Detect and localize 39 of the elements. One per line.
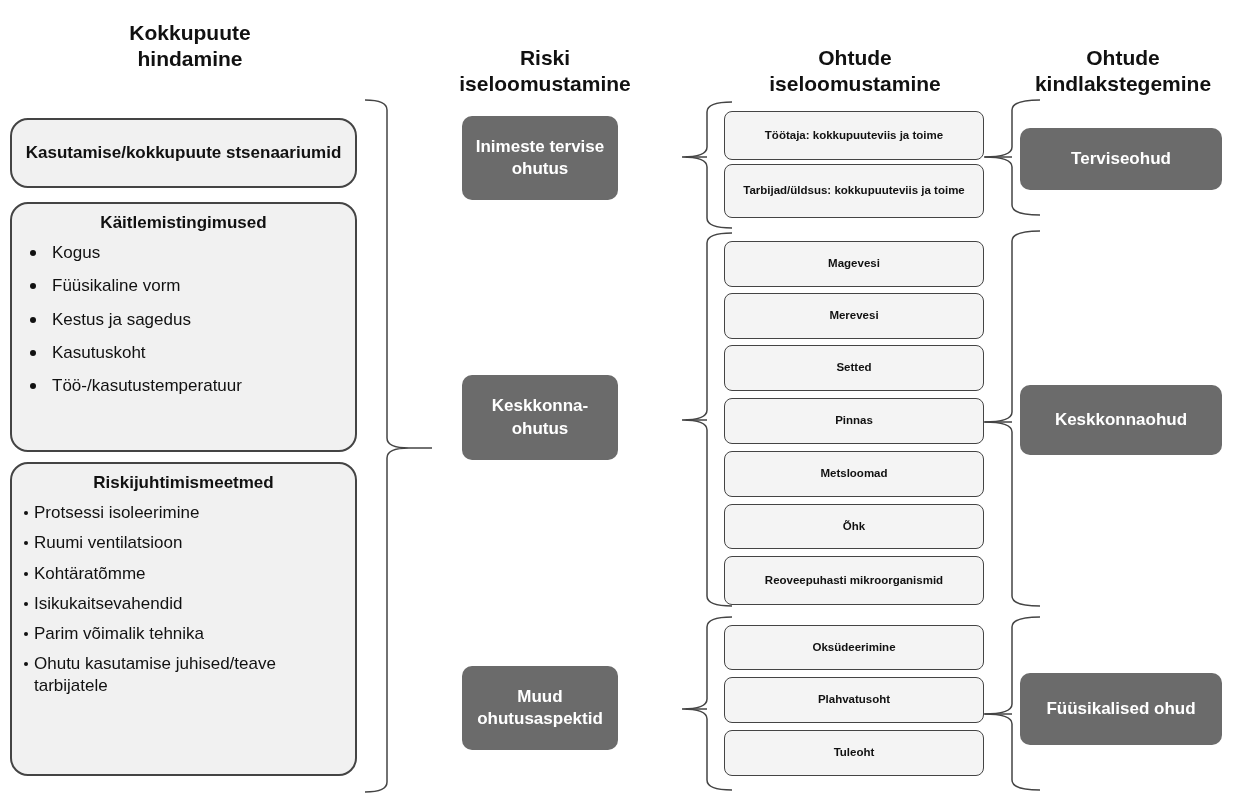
list-card (10, 462, 357, 776)
item-box: Õhk (724, 504, 984, 549)
list-item: Füüsikaline vorm (52, 275, 181, 297)
list-item: Töö-/kasutustemperatuur (52, 375, 242, 397)
list-card (10, 202, 357, 452)
card-heading: Kasutamise/kokkupuute stsenaariumid (25, 141, 342, 164)
list-item: Kasutuskoht (52, 341, 146, 364)
list-item: Kohtäratõmme (34, 562, 146, 584)
item-box: Plahvatusoht (724, 677, 984, 723)
item-box: Metsloomad (724, 451, 984, 497)
category-box: Keskkonnaohud (1020, 385, 1222, 455)
category-box: Inimeste tervise ohutus (462, 116, 618, 200)
scenario-box (10, 118, 357, 188)
category-box: Füüsikalised ohud (1020, 673, 1222, 745)
list-item: Protsessi isoleerimine (34, 502, 200, 524)
column-heading: Riski iseloomustamine (458, 45, 632, 98)
list-item: Kestus ja sagedus (52, 308, 191, 330)
item-box: Merevesi (724, 293, 984, 339)
item-box: Tarbijad/üldsus: kokkupuuteviis ja toime (724, 164, 984, 218)
column-heading: Ohtude kindlakstegemine (1033, 45, 1213, 98)
item-box: Oksüdeerimine (724, 625, 984, 670)
item-box: Pinnas (724, 398, 984, 444)
list-item: Parim võimalik tehnika (34, 623, 205, 645)
item-box: Setted (724, 345, 984, 391)
card-heading: Käitlemistingimused (99, 212, 268, 234)
column-heading: Kokkupuute hindamine (128, 20, 252, 73)
card-heading: Riskijuhtimismeetmed (92, 472, 275, 494)
list-item: Ruumi ventilatsioon (34, 532, 183, 554)
category-box: Muud ohutusaspektid (462, 666, 618, 750)
item-box: Töötaja: kokkupuuteviis ja toime (724, 111, 984, 160)
list-item: Kogus (52, 242, 101, 264)
column-heading: Ohtude iseloomustamine (768, 45, 942, 98)
item-box: Magevesi (724, 241, 984, 287)
list-item: Isikukaitsevahendid (34, 592, 183, 615)
category-box: Terviseohud (1020, 128, 1222, 190)
item-box: Tuleoht (724, 730, 984, 776)
category-box: Keskkonna-ohutus (462, 375, 618, 460)
list-item: Ohutu kasutamise juhised/teave tarbijatele (34, 653, 277, 696)
item-box: Reoveepuhasti mikroorganismid (724, 556, 984, 605)
